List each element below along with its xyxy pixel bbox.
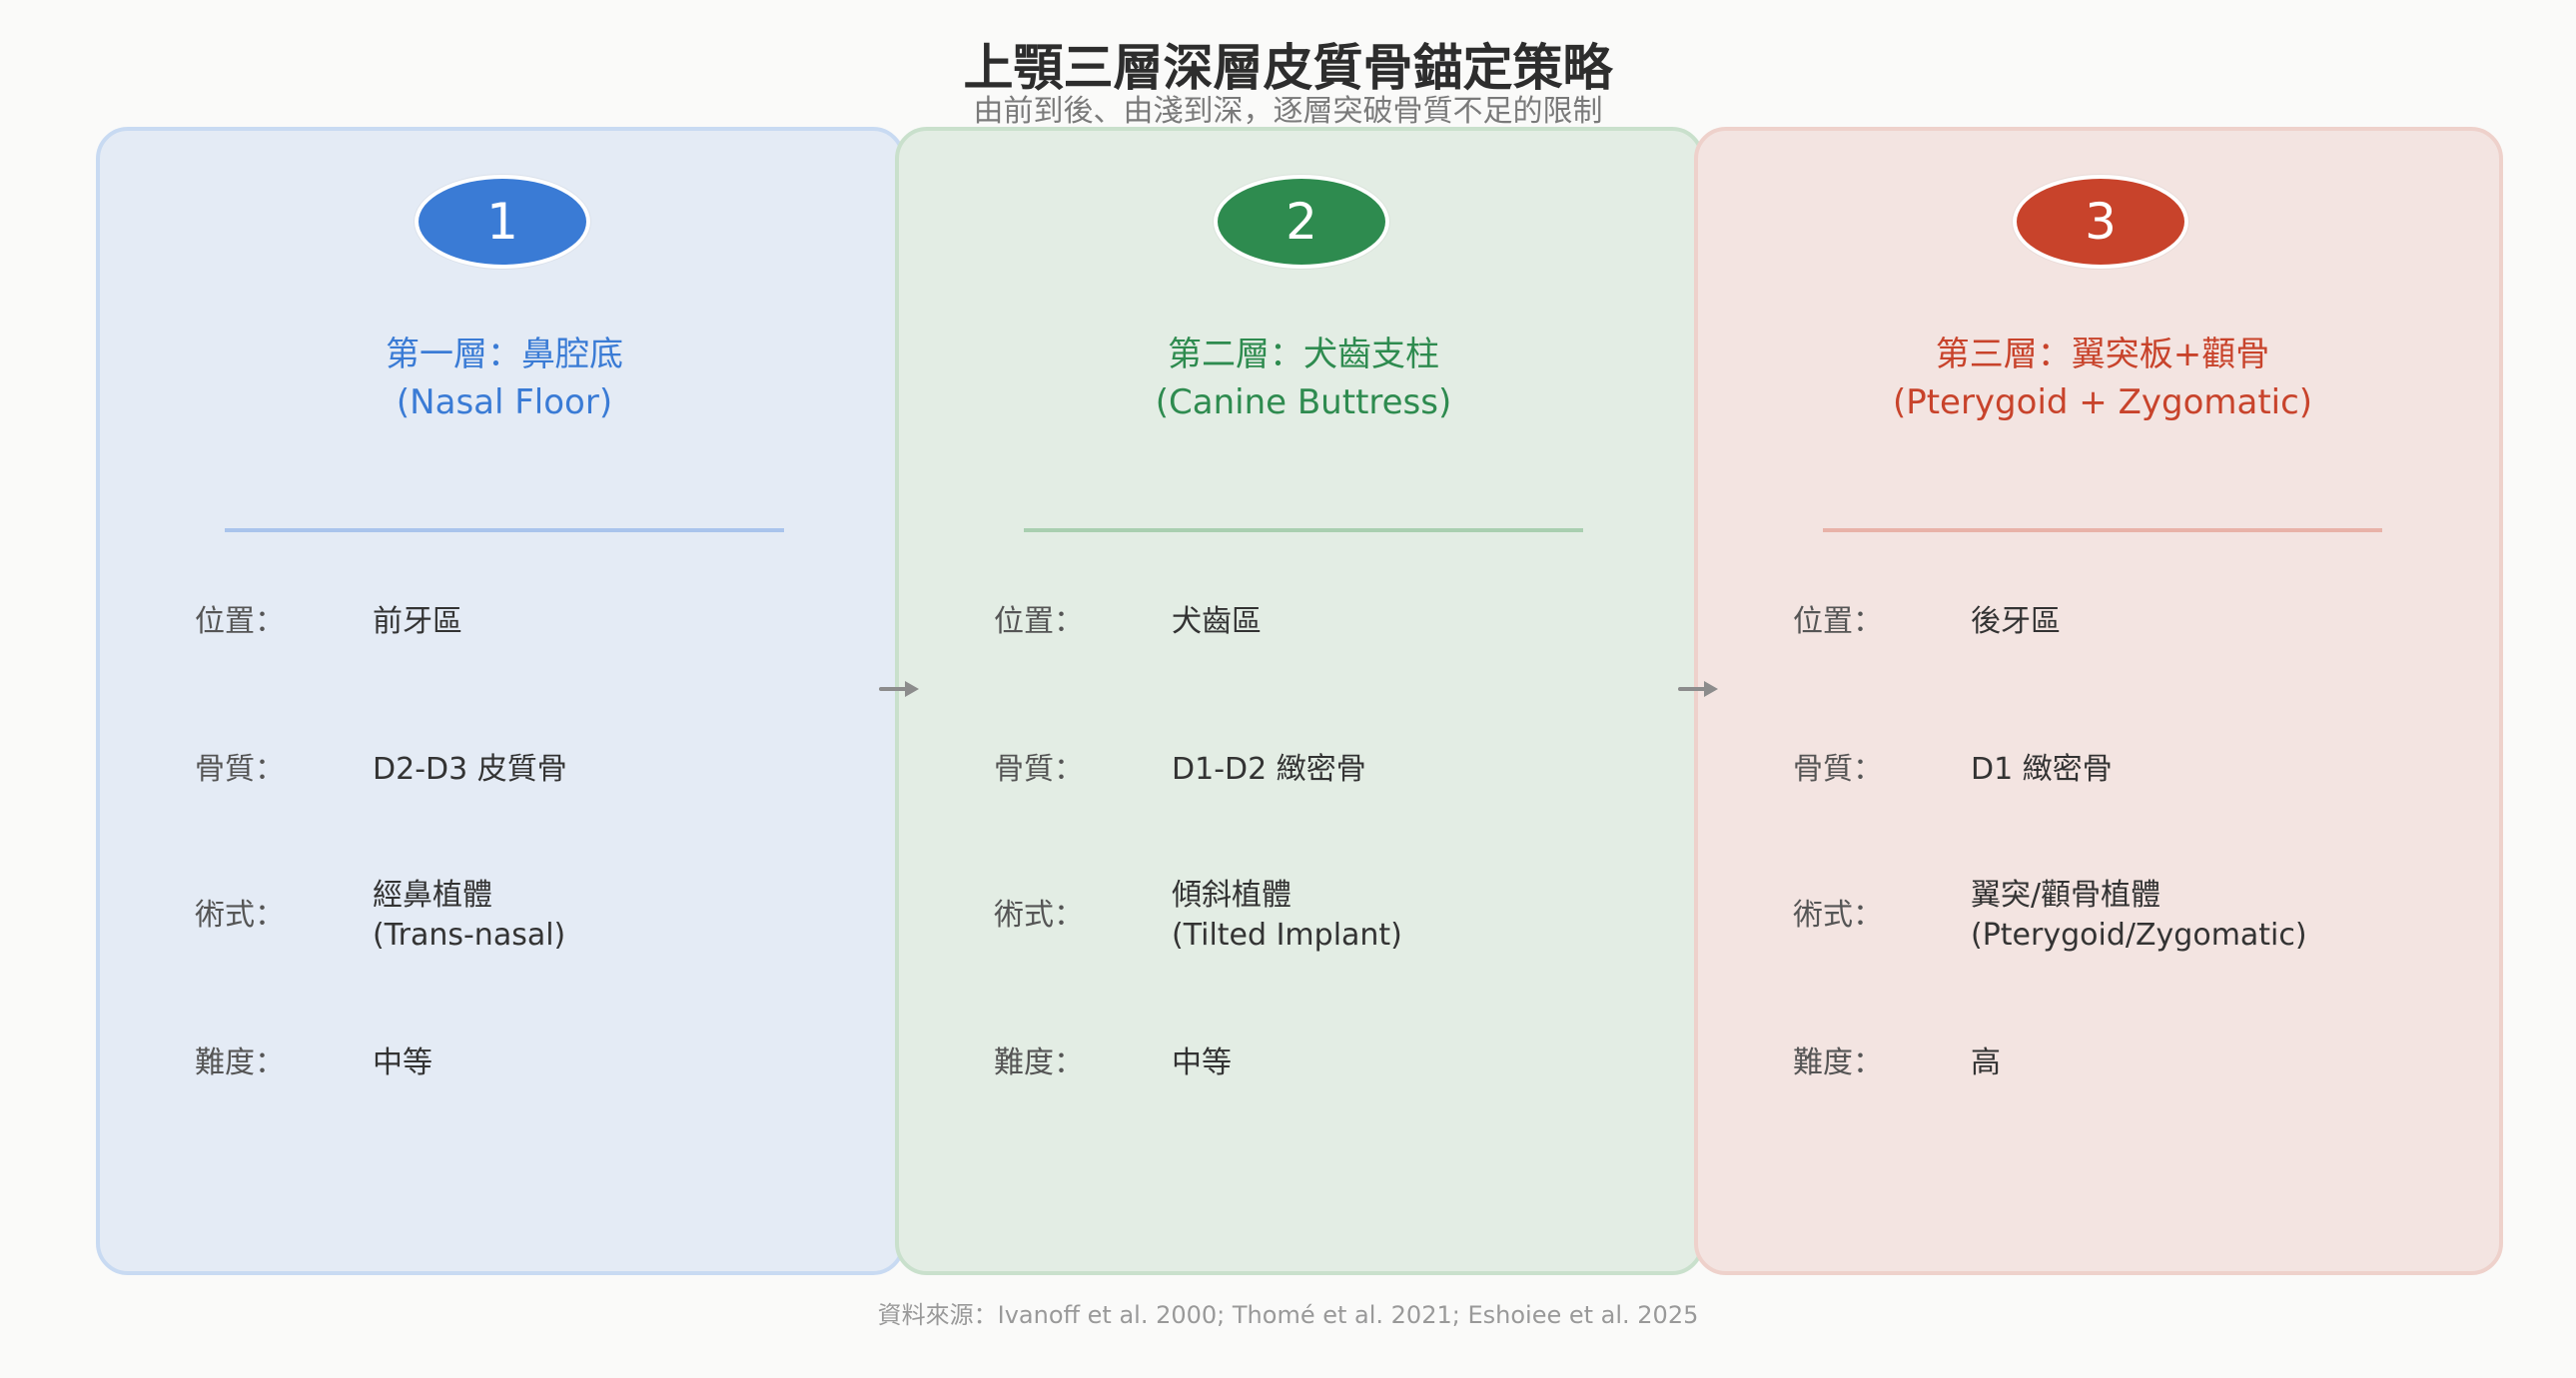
technique-zh: 傾斜植體 [1172, 878, 1291, 913]
difficulty-value: 中等 [1172, 1045, 1232, 1080]
location-value: 前牙區 [373, 604, 462, 639]
arrow-right-icon [879, 681, 919, 697]
source-citation: 資料來源：Ivanoff et al. 2000; Thomé et al. 2… [877, 1301, 1699, 1329]
technique-en: (Pterygoid/Zygomatic) [1971, 918, 2307, 953]
difficulty-label: 難度： [195, 1045, 285, 1080]
technique-zh: 翼突/顴骨植體 [1971, 878, 2161, 913]
bone-label: 骨質： [195, 752, 285, 787]
divider [1024, 528, 1583, 532]
technique-en: (Trans-nasal) [373, 918, 566, 953]
layer-number-badge: 3 [2013, 175, 2188, 269]
technique-label: 術式： [1793, 898, 1883, 933]
technique-zh: 經鼻植體 [373, 878, 492, 913]
layer-title-en: (Nasal Floor) [396, 382, 613, 422]
layer-panel-2: 2 第二層：犬齒支柱 (Canine Buttress) 位置： 犬齒區 骨質：… [895, 127, 1704, 1275]
technique-value: 翼突/顴骨植體 (Pterygoid/Zygomatic) [1971, 876, 2490, 956]
bone-value: D1-D2 緻密骨 [1172, 752, 1366, 787]
difficulty-value: 高 [1971, 1045, 2001, 1080]
layer-title-zh: 第二層：犬齒支柱 [1168, 335, 1439, 374]
technique-label: 術式： [195, 898, 285, 933]
divider [1823, 528, 2382, 532]
layer-title-zh: 第三層：翼突板+顴骨 [1935, 335, 2270, 374]
bone-label: 骨質： [1793, 752, 1883, 787]
arrow-right-icon [1678, 681, 1718, 697]
layer-heading: 第二層：犬齒支柱 (Canine Buttress) [899, 331, 1708, 426]
difficulty-value: 中等 [373, 1045, 432, 1080]
layer-title-zh: 第一層：鼻腔底 [386, 335, 623, 374]
location-label: 位置： [994, 604, 1084, 639]
layer-number-badge: 2 [1214, 175, 1389, 269]
layer-heading: 第三層：翼突板+顴骨 (Pterygoid + Zygomatic) [1698, 331, 2507, 426]
technique-label: 術式： [994, 898, 1084, 933]
divider [225, 528, 784, 532]
location-label: 位置： [1793, 604, 1883, 639]
layer-title-en: (Pterygoid + Zygomatic) [1892, 382, 2313, 422]
bone-value: D1 緻密骨 [1971, 752, 2113, 787]
location-value: 犬齒區 [1172, 604, 1262, 639]
layer-heading: 第一層：鼻腔底 (Nasal Floor) [100, 331, 909, 426]
layer-panel-1: 1 第一層：鼻腔底 (Nasal Floor) 位置： 前牙區 骨質： D2-D… [96, 127, 905, 1275]
bone-value: D2-D3 皮質骨 [373, 752, 567, 787]
diagram-subtitle: 由前到後、由淺到深，逐層突破骨質不足的限制 [973, 94, 1603, 129]
location-value: 後牙區 [1971, 604, 2061, 639]
location-label: 位置： [195, 604, 285, 639]
difficulty-label: 難度： [994, 1045, 1084, 1080]
diagram-title: 上顎三層深層皮質骨錨定策略 [963, 39, 1613, 97]
layer-panel-3: 3 第三層：翼突板+顴骨 (Pterygoid + Zygomatic) 位置：… [1694, 127, 2503, 1275]
layer-title-en: (Canine Buttress) [1155, 382, 1452, 422]
bone-label: 骨質： [994, 752, 1084, 787]
technique-value: 傾斜植體 (Tilted Implant) [1172, 876, 1691, 956]
difficulty-label: 難度： [1793, 1045, 1883, 1080]
layer-number-badge: 1 [415, 175, 590, 269]
technique-value: 經鼻植體 (Trans-nasal) [373, 876, 892, 956]
technique-en: (Tilted Implant) [1172, 918, 1402, 953]
